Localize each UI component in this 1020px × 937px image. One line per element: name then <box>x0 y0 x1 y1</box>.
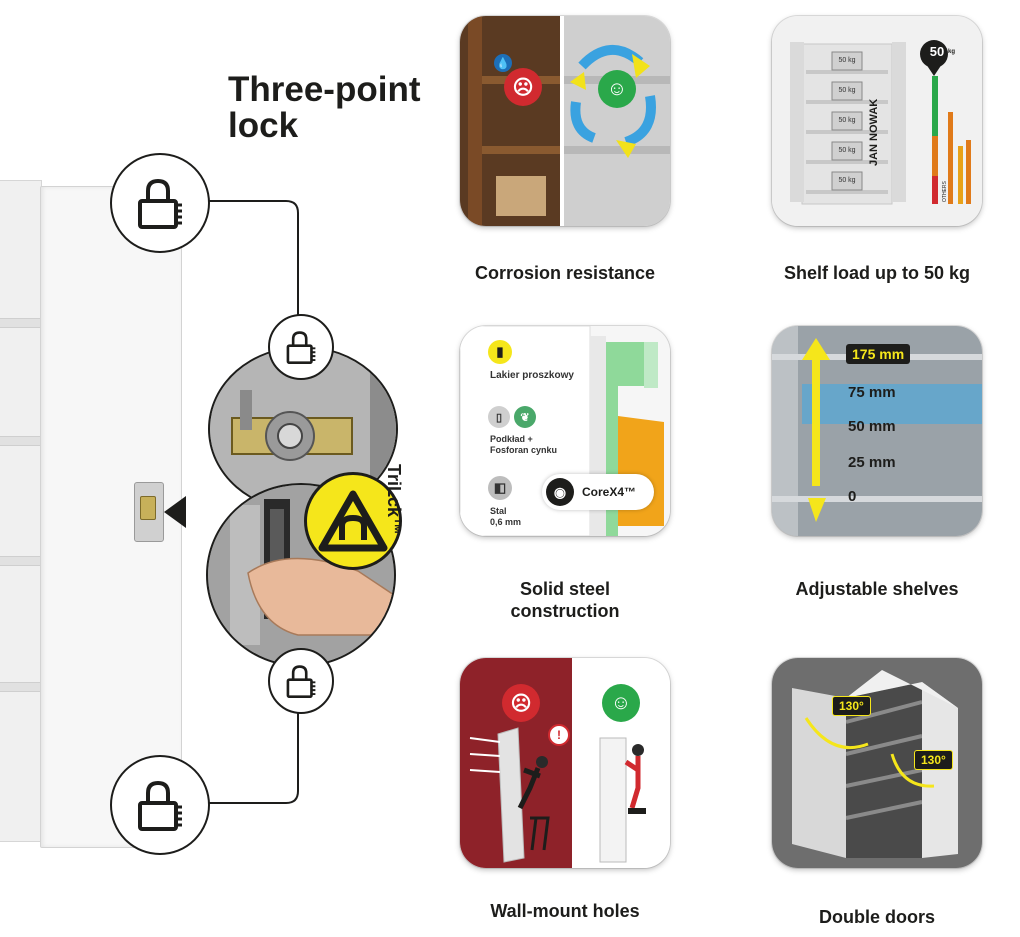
card-corrosion: ☹ 💧 ☺ <box>460 16 670 226</box>
caption-solid-steel-line1: Solid steel <box>519 579 611 599</box>
weight-label: 50 kg <box>838 57 856 64</box>
hero-title-line1: Three-point <box>228 70 421 109</box>
sphere-logo-icon: ◉ <box>546 478 574 506</box>
card-shelf-load: 50 kg 50 kg 50 kg 50 kg 50 kg 50 kg JAN … <box>772 16 982 226</box>
happy-face-icon: ☺ <box>598 70 636 108</box>
caption-shelf-load: Shelf load up to 50 kg <box>783 263 971 283</box>
zoom-pointer <box>164 496 186 528</box>
primer-leaf-icon: ❦ <box>514 406 536 428</box>
trilock-triangle-icon <box>318 490 388 552</box>
corex4-badge: ◉ CoreX4™ <box>542 474 654 510</box>
sad-face-icon: ☹ <box>504 68 542 106</box>
steel-layer-primer-line1: Podkład + <box>490 434 533 444</box>
caption-double-doors: Double doors <box>819 907 935 927</box>
step-label: 50 mm <box>848 418 896 435</box>
cabinet-shelf <box>0 436 40 446</box>
padlock-icon <box>138 178 182 229</box>
cabinet-shelf <box>0 682 40 692</box>
hero-title-line2: lock <box>228 106 299 145</box>
step-label: 25 mm <box>848 454 896 471</box>
lock-bottom <box>110 755 210 855</box>
cabinet-side <box>0 180 42 842</box>
card-adjustable: 175 mm 75 mm 50 mm 25 mm 0 <box>772 326 982 536</box>
card-double-doors: 130° 130° <box>772 658 982 868</box>
door-key <box>140 496 156 520</box>
shelf-load-pin-unit: kg <box>948 49 956 55</box>
padlock-icon <box>286 331 316 364</box>
trilock-badge <box>304 472 402 570</box>
shelf-load-brand: JAN NOWAK <box>868 98 880 166</box>
water-drop-icon: 💧 <box>494 54 512 72</box>
happy-face-icon: ☺ <box>602 684 640 722</box>
steel-layer-steel: Stal 0,6 mm <box>490 506 550 528</box>
caption-solid-steel-line2: construction <box>510 601 620 621</box>
shelf-load-others: OTHERS <box>942 181 948 202</box>
lock-middle-bottom <box>268 648 334 714</box>
steel-layer-steel-line2: 0,6 mm <box>490 517 522 527</box>
caption-wall-mount: Wall-mount holes <box>490 901 640 921</box>
shelf-load-illustration <box>772 16 982 226</box>
lock-top <box>110 153 210 253</box>
spray-can-icon: ▮ <box>488 340 512 364</box>
lock-middle-top <box>268 314 334 380</box>
padlock-icon <box>138 780 182 831</box>
caption-corrosion: Corrosion resistance <box>474 263 656 283</box>
step-label: 75 mm <box>848 384 896 401</box>
steel-sheet-icon: ◧ <box>488 476 512 500</box>
corex4-label: CoreX4™ <box>582 485 637 499</box>
weight-label: 50 kg <box>838 87 856 94</box>
hero-title: Three-point lock <box>228 72 458 144</box>
padlock-icon <box>286 665 316 698</box>
weight-label: 50 kg <box>838 117 856 124</box>
wall-mount-illustration <box>460 658 670 868</box>
card-wall-mount: ☹ ☺ ! <box>460 658 670 868</box>
caption-solid-steel: Solid steel construction <box>455 578 675 622</box>
steel-layer-lacquer: Lakier proszkowy <box>490 370 574 381</box>
steel-layer-steel-line1: Stal <box>490 506 507 516</box>
weight-label: 50 kg <box>838 147 856 154</box>
caption-adjustable: Adjustable shelves <box>795 579 959 599</box>
primer-icon: ▯ <box>488 406 510 428</box>
steel-layer-primer: Podkład + Fosforan cynku <box>490 434 590 456</box>
card-solid-steel: ▮ Lakier proszkowy ▯ ❦ Podkład + Fosfora… <box>460 326 670 536</box>
step-label: 0 <box>848 488 857 505</box>
steel-layer-primer-line2: Fosforan cynku <box>490 445 558 455</box>
cabinet-shelf <box>0 318 40 328</box>
angle-tag-left: 130° <box>832 696 871 716</box>
weight-label: 50 kg <box>838 177 856 184</box>
sad-face-icon: ☹ <box>502 684 540 722</box>
max-height-tag: 175 mm <box>846 344 911 364</box>
angle-tag-right: 130° <box>914 750 953 770</box>
exclamation-icon: ! <box>548 724 570 746</box>
cabinet-shelf <box>0 556 40 566</box>
shelf-load-pin-value: 50 <box>929 44 945 59</box>
corrosion-illustration <box>460 16 670 226</box>
trilock-label: TriLck™ <box>384 464 404 536</box>
